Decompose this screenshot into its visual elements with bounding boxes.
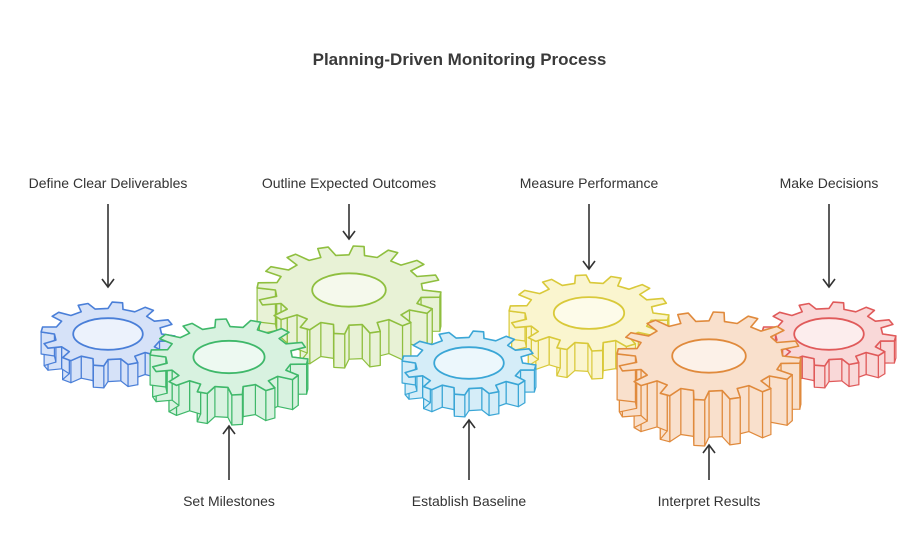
gear-side-face [242, 384, 256, 418]
arrow-set-milestones-head [222, 424, 236, 435]
gear-side-face [729, 396, 741, 446]
gear-side-face [291, 374, 299, 411]
gear-side-face [92, 364, 105, 389]
gear-side-face [265, 387, 276, 422]
arrow-measure-performance-head [582, 260, 596, 271]
gear-side-face [801, 355, 815, 382]
gear-hole [552, 296, 626, 330]
gear-side-face [320, 321, 335, 359]
gear-side-face [616, 353, 637, 403]
gear-side-face [828, 358, 843, 383]
gear-side-face [348, 324, 363, 360]
gear-side-face [693, 398, 706, 447]
label-measure-performance: Measure Performance [519, 175, 659, 191]
gear-side-face [813, 364, 826, 389]
gear-side-face [488, 391, 500, 417]
gear-side-face [441, 384, 455, 411]
gear-side-face [748, 385, 764, 439]
gears-group [40, 245, 897, 447]
gear-side-face [761, 387, 772, 439]
gear-side-face [768, 375, 788, 426]
label-establish-baseline: Establish Baseline [411, 493, 527, 509]
arrow-outline-expected-outcomes-head [342, 230, 356, 241]
arrow-interpret-results-head [702, 443, 716, 454]
gear-side-face [786, 374, 793, 426]
label-make-decisions: Make Decisions [779, 175, 879, 191]
gear-hole [72, 317, 144, 351]
label-interpret-results: Interpret Results [657, 493, 761, 509]
label-set-milestones: Set Milestones [183, 493, 275, 509]
gear-side-face [680, 387, 695, 437]
gear-interpret-results [616, 311, 802, 447]
gear-hole [793, 317, 865, 351]
connector-arrows [101, 204, 836, 480]
gear-hole [671, 338, 747, 374]
gear-side-face [369, 330, 381, 368]
gear-establish-baseline [401, 330, 537, 418]
arrow-establish-baseline-head [462, 418, 476, 429]
label-outline-expected-outcomes: Outline Expected Outcomes [261, 175, 437, 191]
gear-set-milestones [149, 318, 309, 426]
diagram-title: Planning-Driven Monitoring Process [312, 50, 607, 69]
gear-side-face [127, 362, 139, 388]
gear-side-face [453, 393, 466, 418]
gear-side-face [214, 386, 229, 418]
gear-side-face [401, 321, 412, 361]
gear-side-face [591, 349, 604, 380]
label-define-clear-deliverables: Define Clear Deliverables [28, 175, 188, 191]
gear-side-face [505, 380, 519, 408]
gear-side-face [80, 355, 94, 382]
gear-side-face [333, 332, 346, 369]
gear-side-face [426, 308, 433, 348]
gear-side-face [277, 375, 294, 411]
gear-side-face [107, 358, 122, 383]
gear-side-face [548, 336, 561, 369]
arrow-define-clear-deliverables-head [101, 278, 115, 289]
gear-hole [311, 272, 387, 308]
gear-side-face [848, 362, 860, 388]
gear-side-face [468, 387, 483, 412]
gear-side-face [669, 387, 682, 443]
gear-side-face [865, 351, 879, 379]
gear-side-face [231, 393, 243, 426]
gear-side-face [189, 380, 202, 415]
gear-side-face [602, 340, 617, 372]
arrow-make-decisions-head [822, 278, 836, 289]
gear-define-clear-deliverables [40, 301, 176, 389]
gear-side-face [574, 342, 589, 372]
gear-hole [433, 346, 505, 380]
gear-side-face [256, 287, 276, 325]
gear-side-face [708, 390, 723, 438]
gear-hole [192, 339, 266, 375]
